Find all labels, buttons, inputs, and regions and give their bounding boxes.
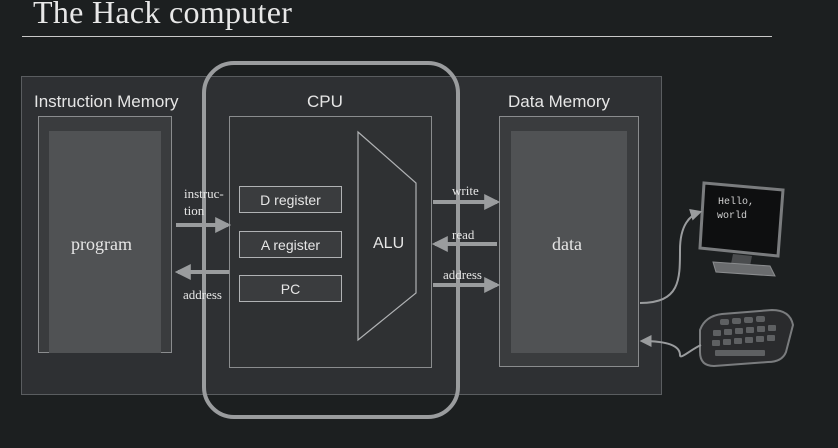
keyboard-cable	[639, 335, 702, 358]
d-register: D register	[239, 186, 342, 213]
alu-shape	[357, 130, 417, 342]
screen-text-line2: world	[717, 211, 748, 222]
a-register: A register	[239, 231, 342, 258]
program-label: program	[71, 234, 132, 254]
monitor-cable	[639, 209, 703, 304]
screen-text-line1: Hello,	[718, 197, 755, 208]
instruction-memory-label: Instruction Memory	[34, 92, 179, 111]
pc-register: PC	[239, 275, 342, 302]
monitor-icon	[698, 181, 785, 277]
title-underline	[22, 36, 772, 37]
keyboard-icon	[699, 308, 795, 368]
data-memory-label: Data Memory	[508, 92, 611, 111]
address-left-label: address	[183, 287, 222, 302]
cpu-label: CPU	[307, 92, 343, 111]
address-right-label: address	[443, 267, 482, 282]
data-label: data	[552, 234, 582, 254]
instruction-memory-inner	[49, 131, 161, 353]
read-label: read	[452, 227, 475, 242]
alu-label: ALU	[373, 235, 405, 252]
write-label: write	[452, 183, 479, 198]
cpu-outline	[202, 61, 460, 419]
data-memory-inner	[511, 131, 627, 353]
page-title: The Hack computer	[33, 0, 293, 30]
instruction-label-line2: tion	[184, 203, 205, 218]
instruction-label-line1: instruc-	[184, 186, 224, 201]
